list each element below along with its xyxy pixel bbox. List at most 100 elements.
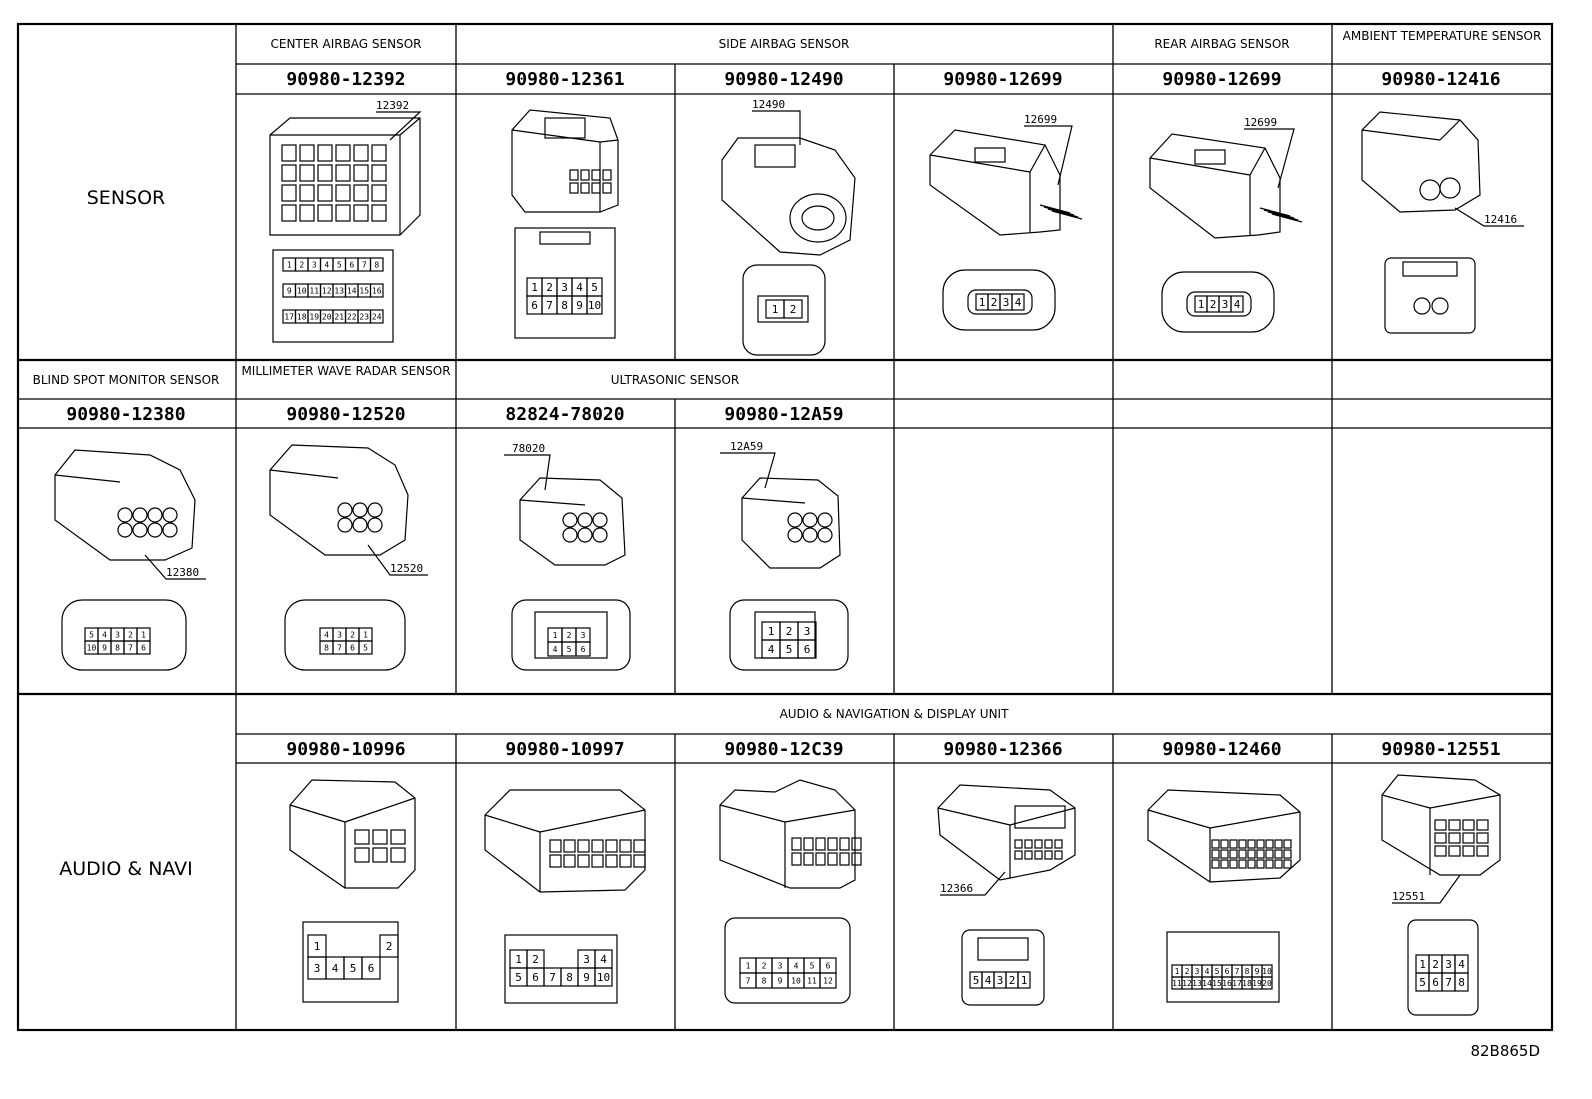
svg-text:2: 2 bbox=[546, 281, 553, 294]
category-audio-navi: AUDIO & NAVI bbox=[59, 858, 193, 880]
part-number: 90980-12380 bbox=[66, 404, 185, 425]
svg-text:1: 1 bbox=[1021, 974, 1028, 987]
part-number: 90980-12490 bbox=[724, 69, 843, 90]
svg-text:6: 6 bbox=[1432, 976, 1439, 989]
part-number: 90980-12C39 bbox=[724, 739, 843, 760]
svg-text:5: 5 bbox=[89, 631, 94, 640]
svg-text:5: 5 bbox=[1419, 976, 1426, 989]
svg-text:2: 2 bbox=[1185, 967, 1190, 976]
svg-text:10: 10 bbox=[297, 287, 307, 296]
svg-text:7: 7 bbox=[746, 977, 751, 986]
svg-text:9: 9 bbox=[576, 299, 583, 312]
svg-text:12: 12 bbox=[1182, 979, 1192, 988]
svg-text:5: 5 bbox=[567, 645, 572, 654]
svg-text:7: 7 bbox=[549, 971, 556, 984]
svg-text:18: 18 bbox=[1242, 979, 1252, 988]
svg-text:3: 3 bbox=[997, 974, 1004, 987]
svg-text:2: 2 bbox=[790, 303, 797, 316]
svg-text:6: 6 bbox=[349, 261, 354, 270]
svg-text:5: 5 bbox=[973, 974, 980, 987]
svg-text:8: 8 bbox=[115, 644, 120, 653]
svg-text:1: 1 bbox=[515, 953, 522, 966]
svg-text:4: 4 bbox=[600, 953, 607, 966]
header-millimeter-wave-radar-sensor: MILLIMETER WAVE RADAR SENSOR bbox=[241, 364, 450, 378]
svg-text:1: 1 bbox=[979, 296, 986, 309]
svg-text:5: 5 bbox=[337, 261, 342, 270]
svg-text:4: 4 bbox=[102, 631, 107, 640]
svg-text:19: 19 bbox=[1252, 979, 1262, 988]
svg-text:7: 7 bbox=[337, 644, 342, 653]
svg-text:15: 15 bbox=[359, 287, 369, 296]
part-number: 90980-12416 bbox=[1381, 69, 1500, 90]
svg-text:7: 7 bbox=[362, 261, 367, 270]
svg-text:3: 3 bbox=[115, 631, 120, 640]
svg-text:4: 4 bbox=[324, 261, 329, 270]
svg-text:8: 8 bbox=[566, 971, 573, 984]
header-ultrasonic-sensor: ULTRASONIC SENSOR bbox=[611, 373, 740, 387]
part-number: 90980-10996 bbox=[286, 739, 405, 760]
svg-text:4: 4 bbox=[1458, 958, 1465, 971]
svg-text:2: 2 bbox=[1009, 974, 1016, 987]
callout-label: 12392 bbox=[376, 99, 409, 112]
svg-text:4: 4 bbox=[794, 962, 799, 971]
svg-text:21: 21 bbox=[334, 313, 344, 322]
svg-text:5: 5 bbox=[786, 643, 793, 656]
svg-text:11: 11 bbox=[309, 287, 319, 296]
svg-text:11: 11 bbox=[807, 977, 817, 986]
svg-text:3: 3 bbox=[312, 261, 317, 270]
part-number: 90980-12699 bbox=[943, 69, 1062, 90]
part-number: 82824-78020 bbox=[505, 404, 624, 425]
header-ambient-temperature-sensor: AMBIENT TEMPERATURE SENSOR bbox=[1343, 29, 1542, 43]
svg-text:6: 6 bbox=[141, 644, 146, 653]
svg-text:4: 4 bbox=[985, 974, 992, 987]
callout-label: 12699 bbox=[1024, 113, 1057, 126]
svg-text:1: 1 bbox=[1419, 958, 1426, 971]
svg-text:23: 23 bbox=[359, 313, 369, 322]
svg-text:10: 10 bbox=[1262, 967, 1272, 976]
part-number: 90980-10997 bbox=[505, 739, 624, 760]
svg-text:3: 3 bbox=[1222, 298, 1229, 311]
svg-text:1: 1 bbox=[1198, 298, 1205, 311]
row2-part-numbers: 90980-12380 90980-12520 82824-78020 9098… bbox=[66, 404, 843, 425]
diagram-code: 82B865D bbox=[1470, 1042, 1540, 1060]
callout-label: 12416 bbox=[1484, 213, 1517, 226]
svg-text:1: 1 bbox=[314, 940, 321, 953]
svg-text:7: 7 bbox=[546, 299, 553, 312]
svg-text:20: 20 bbox=[322, 313, 332, 322]
svg-text:16: 16 bbox=[1222, 979, 1232, 988]
svg-text:2: 2 bbox=[567, 631, 572, 640]
svg-text:6: 6 bbox=[581, 645, 586, 654]
svg-text:6: 6 bbox=[531, 299, 538, 312]
svg-text:14: 14 bbox=[347, 287, 357, 296]
svg-text:6: 6 bbox=[350, 644, 355, 653]
svg-text:5: 5 bbox=[350, 962, 357, 975]
svg-text:4: 4 bbox=[1015, 296, 1022, 309]
svg-text:5: 5 bbox=[810, 962, 815, 971]
svg-text:3: 3 bbox=[583, 953, 590, 966]
svg-text:10: 10 bbox=[597, 971, 610, 984]
svg-text:2: 2 bbox=[128, 631, 133, 640]
svg-text:4: 4 bbox=[768, 643, 775, 656]
svg-text:12: 12 bbox=[322, 287, 332, 296]
svg-text:5: 5 bbox=[515, 971, 522, 984]
svg-text:2: 2 bbox=[991, 296, 998, 309]
svg-text:5: 5 bbox=[363, 644, 368, 653]
header-rear-airbag-sensor: REAR AIRBAG SENSOR bbox=[1154, 37, 1289, 51]
svg-text:6: 6 bbox=[826, 962, 831, 971]
svg-text:1: 1 bbox=[363, 631, 368, 640]
category-sensor: SENSOR bbox=[87, 187, 166, 209]
svg-text:4: 4 bbox=[332, 962, 339, 975]
svg-text:1: 1 bbox=[1175, 967, 1180, 976]
svg-text:1: 1 bbox=[746, 962, 751, 971]
part-number: 90980-12392 bbox=[286, 69, 405, 90]
svg-text:3: 3 bbox=[561, 281, 568, 294]
